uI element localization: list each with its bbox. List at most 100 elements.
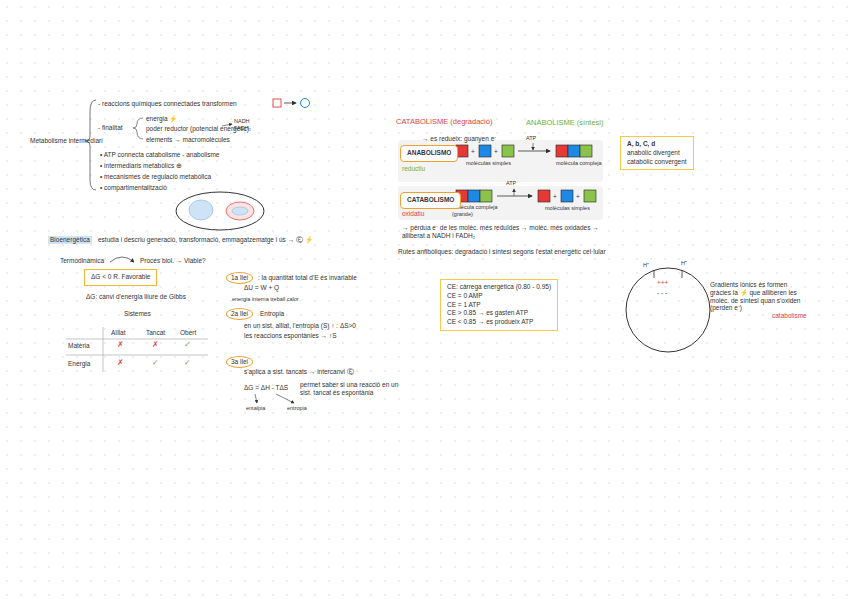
- info-box: CE: càrrega energètica (0.80 - 0.95)CE =…: [440, 279, 558, 331]
- note: → pèrdua e⁻ de les molèc. més reduïdes →…: [402, 224, 622, 240]
- note: - finalitat: [98, 124, 123, 132]
- molecule: [468, 190, 480, 202]
- note: reductiu: [402, 165, 425, 173]
- molecule: [561, 190, 573, 202]
- arrow: [514, 189, 515, 196]
- note: energia interna treball calor: [232, 296, 299, 303]
- node-text: CE < 0.85 → es produeix ATP: [447, 318, 551, 327]
- node-text: A, b, C, d: [627, 140, 687, 149]
- ion: H⁺: [643, 262, 649, 269]
- arrow: [276, 394, 294, 403]
- table-cell: Energia: [68, 360, 90, 368]
- node-text: CE = 1 ATP: [447, 301, 551, 310]
- brace: [85, 100, 96, 190]
- node-text: ΔG < 0 R. Favorable: [91, 273, 150, 282]
- note: : la quantitat total d'E és invariable: [258, 274, 357, 282]
- note: Entropia: [260, 310, 284, 318]
- note: - reaccions químiques connectades transf…: [98, 100, 237, 108]
- table-cell: Obert: [180, 329, 196, 337]
- table-line: [66, 355, 208, 356]
- node-text: CE > 0.85 → es gasten ATP: [447, 309, 551, 318]
- organelle: [189, 200, 213, 220]
- node-text: CE = 0 AMP: [447, 292, 551, 301]
- molecule: [480, 190, 492, 202]
- brace: [133, 118, 143, 139]
- heading: ANABOLISME (síntesi): [526, 118, 604, 127]
- note: molécula compleja: [556, 160, 602, 167]
- arrow: [533, 143, 534, 150]
- molecule: [538, 190, 550, 202]
- bullet: • mecanismes de regulació metabòlica: [100, 173, 211, 181]
- bullet: • compartimentalització: [100, 184, 167, 192]
- note: s'aplica a sist. tancats → intercanvi Ⓔ: [244, 368, 354, 376]
- note: ΔG: canvi d'energia lliure de Gibbs: [86, 293, 186, 301]
- note: Procés biol. → Viable?: [140, 257, 206, 265]
- note: elements → macromolècules: [146, 136, 230, 144]
- note: entalpia: [246, 405, 265, 412]
- formula: ΔU = W + Q: [244, 284, 279, 292]
- note: moléculas simples: [466, 160, 511, 167]
- note: ATP: [506, 180, 516, 187]
- node-text: catabòlic convergent: [627, 158, 687, 167]
- square-symbol: [273, 99, 281, 107]
- table-cell: ✗: [152, 340, 159, 350]
- molecule: [568, 145, 580, 157]
- molecule: [584, 190, 596, 202]
- table-cell: ✓: [152, 358, 159, 368]
- circle-symbol: [301, 99, 310, 108]
- note: ATP: [526, 135, 536, 142]
- table-title: Sistemes: [124, 310, 151, 318]
- note: → es redueix: guanyen e⁻: [422, 135, 496, 143]
- note: estudia i descriu generació, transformac…: [98, 236, 313, 244]
- law-heading: 3a llei: [226, 356, 253, 368]
- table-line: [103, 327, 104, 372]
- table-cell: Matèria: [68, 342, 90, 350]
- panel: [398, 186, 603, 220]
- note: poder reductor (potencial energètic): [146, 125, 249, 133]
- node-text: ANABOLISMO: [407, 149, 451, 158]
- note: NADH FADH₂: [234, 118, 258, 131]
- formula: ΔG = ΔH - TΔS: [244, 384, 288, 392]
- process-box: ANABOLISMO: [400, 145, 458, 162]
- note: catabolisme: [772, 312, 807, 320]
- note: Termodinàmica: [60, 257, 104, 265]
- note: oxidatiu: [402, 210, 424, 218]
- node-text: anabòlic divergent: [627, 149, 687, 158]
- note: les reaccions espontànies → ↑S: [244, 332, 337, 340]
- note-box: A, b, C, danabòlic divergentcatabòlic co…: [620, 136, 694, 170]
- heading: CATABOLISME (degradació): [396, 117, 492, 126]
- note: Rutes anfibòliques: degradació i síntesi…: [398, 248, 606, 256]
- charge: +++: [657, 279, 668, 287]
- plus: +: [553, 193, 557, 201]
- note: Gradients iònics és formen gràcies la ⚡ …: [710, 281, 810, 312]
- node-text: CE: càrrega energètica (0.80 - 0.95): [447, 283, 551, 292]
- table-cell: ✓: [184, 358, 191, 368]
- plus: +: [471, 148, 475, 156]
- note: moléculas simples: [545, 205, 590, 212]
- arrow: [255, 394, 257, 403]
- note: entropia: [287, 405, 307, 412]
- heading: Bioenergètica: [48, 236, 92, 244]
- note: permet saber si una reacció en un sist. …: [300, 381, 410, 397]
- cell-outline: [176, 192, 264, 230]
- bullet: • ATP connecta catabolisme - anabolisme: [100, 151, 219, 159]
- node-text: CATABOLISMO: [407, 196, 454, 205]
- law-heading: 1a llei: [226, 272, 253, 284]
- note: en un sist. aïllat, l'entropia (S) ↑ : Δ…: [244, 322, 356, 330]
- result-box: ΔG < 0 R. Favorable: [84, 269, 157, 286]
- table-cell: ✓: [184, 340, 191, 350]
- table-cell: ✗: [117, 340, 124, 350]
- table-cell: ✗: [117, 358, 124, 368]
- panel: [398, 140, 603, 182]
- molecule: [556, 145, 568, 157]
- heading: Metabolisme intermediari: [30, 137, 103, 145]
- ion: H⁺: [681, 260, 687, 267]
- plus: +: [576, 193, 580, 201]
- bullet: • intermediaris metabòlics ⊕: [100, 162, 182, 170]
- organelle: [232, 207, 248, 215]
- table-cell: Aïllat: [111, 329, 125, 337]
- charge: - - -: [657, 289, 667, 297]
- arc-arrow: [110, 257, 134, 262]
